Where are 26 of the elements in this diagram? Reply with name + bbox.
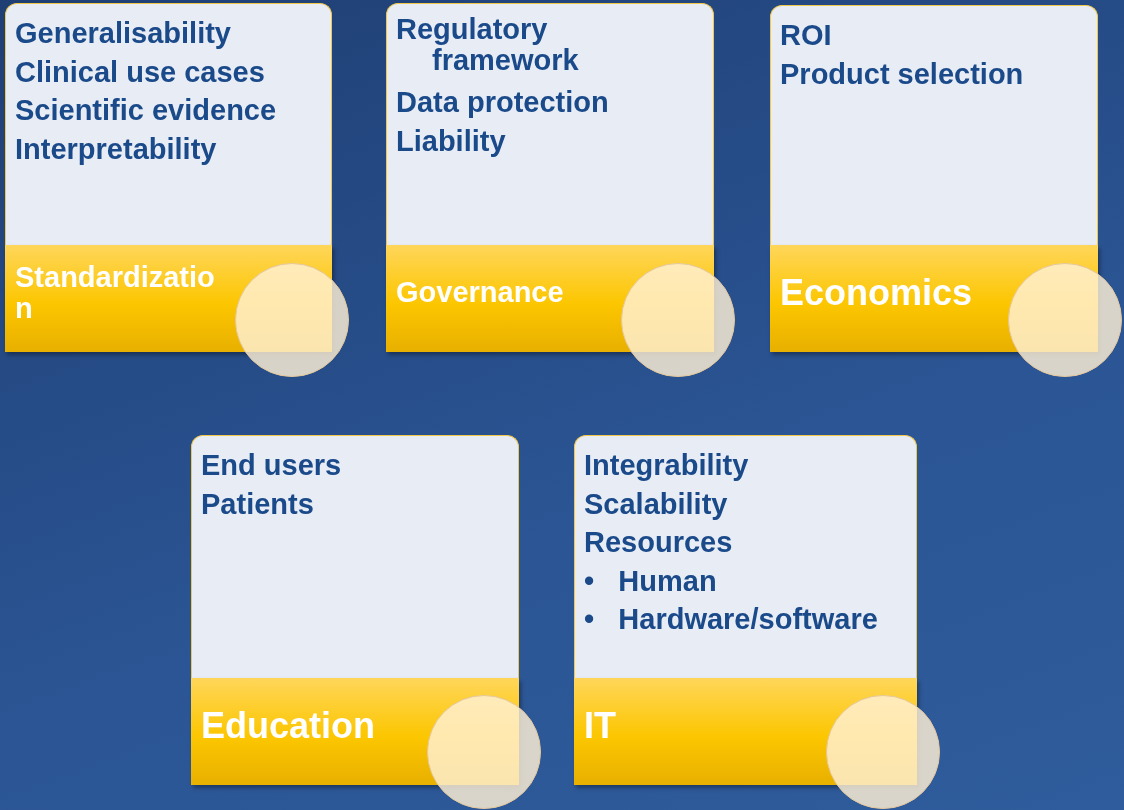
card-panel: [5, 3, 332, 246]
list-item: Resources: [584, 525, 734, 560]
category-title: Education: [201, 710, 375, 741]
list-item: Liability: [396, 123, 507, 159]
list-item: Interpretability: [15, 131, 218, 167]
list-item: Data protection: [396, 85, 610, 120]
list-item: Product selection: [780, 56, 1025, 92]
list-item: Scalability: [584, 486, 729, 522]
list-item: Integrability: [584, 448, 750, 483]
list-item: • Human: [584, 563, 718, 599]
list-item: Patients: [201, 486, 315, 522]
list-item: Regulatory framework: [396, 14, 580, 76]
card-panel: [574, 435, 917, 679]
category-title: Standardization: [15, 261, 216, 324]
list-item: Generalisability: [15, 16, 232, 51]
list-item: Scientific evidence: [15, 93, 278, 128]
category-title: Governance: [396, 277, 564, 308]
card-panel: [770, 5, 1098, 246]
list-item: Clinical use cases: [15, 54, 266, 90]
list-item: • Hardware/software: [584, 602, 879, 637]
category-title: Economics: [780, 277, 973, 308]
card-panel: [386, 3, 714, 246]
card-panel: [191, 435, 519, 679]
list-item: End users: [201, 448, 343, 483]
list-item: ROI: [780, 18, 833, 53]
category-title: IT: [584, 710, 616, 741]
